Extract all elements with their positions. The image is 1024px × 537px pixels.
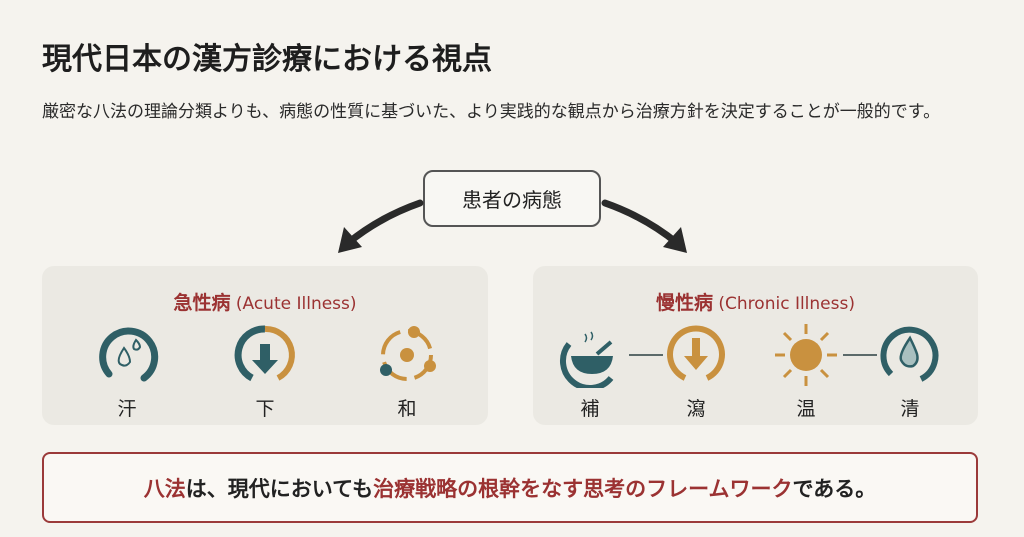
method-tonify: 補 <box>555 322 625 421</box>
acute-illness-panel: 急性病 (Acute Illness) 汗 下 和 <box>42 266 488 425</box>
water-drop-icon <box>880 326 939 382</box>
patient-condition-box: 患者の病態 <box>423 170 601 227</box>
method-warm: 温 <box>771 322 841 421</box>
bowl-icon <box>560 331 614 391</box>
down-arrow-icon <box>234 325 295 382</box>
sweat-drops-icon <box>99 327 159 382</box>
connector-line <box>629 354 663 356</box>
down-arrow-icon <box>667 325 725 381</box>
conclusion-box: 八法は、現代においても治療戦略の根幹をなす思考のフレームワークである。 <box>42 452 978 523</box>
arrow-right-icon <box>601 199 687 253</box>
arrow-left-icon <box>338 199 424 253</box>
page-title: 現代日本の漢方診療における視点 <box>42 42 492 77</box>
method-purge: 下 <box>230 322 300 421</box>
method-drain: 瀉 <box>661 322 731 421</box>
acute-title: 急性病 (Acute Illness) <box>173 292 357 314</box>
chronic-title: 慢性病 (Chronic Illness) <box>655 292 855 314</box>
connector-line <box>843 354 877 356</box>
sun-icon <box>775 324 837 386</box>
method-harmonize: 和 <box>372 322 442 421</box>
method-clear: 清 <box>875 322 945 421</box>
chronic-illness-panel: 慢性病 (Chronic Illness) 補 瀉 温 清 <box>533 266 978 425</box>
harmony-circle-icon <box>380 326 436 381</box>
description: 厳密な八法の理論分類よりも、病態の性質に基づいた、より実践的な観点から治療方針を… <box>42 102 941 122</box>
method-sweat: 汗 <box>92 322 162 421</box>
